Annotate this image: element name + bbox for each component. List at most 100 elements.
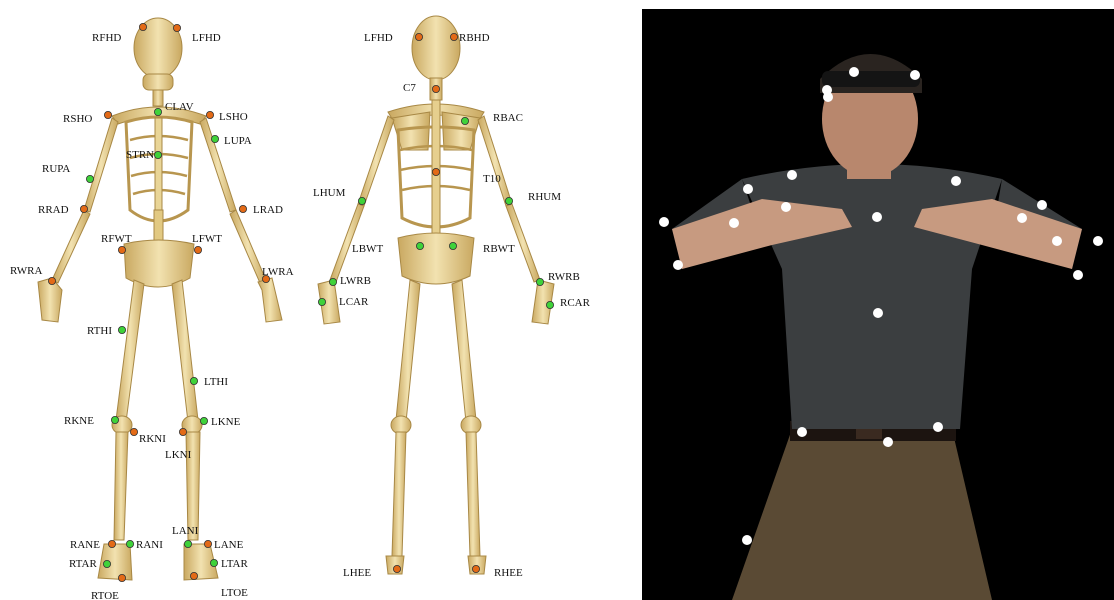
mocap-marker-7 — [659, 217, 669, 227]
back-marker-label-rhum: RHUM — [528, 191, 561, 203]
front-marker-dot-rfwt — [118, 246, 125, 253]
front-marker-label-rwra: RWRA — [10, 265, 42, 277]
back-marker-label-lcar: LCAR — [339, 296, 369, 308]
front-marker-label-lwra: LWRA — [262, 266, 294, 278]
back-marker-dot-lhum — [358, 197, 365, 204]
mocap-subject-photo — [642, 9, 1114, 600]
front-marker-label-lani: LANI — [172, 525, 199, 537]
front-marker-label-rsho: RSHO — [63, 113, 92, 125]
front-marker-dot-strn — [154, 151, 161, 158]
front-marker-dot-rsho — [104, 111, 111, 118]
back-marker-dot-lbwt — [416, 242, 423, 249]
back-marker-label-lfhd: LFHD — [364, 32, 393, 44]
back-marker-dot-lfhd — [415, 33, 422, 40]
front-marker-label-lane: LANE — [214, 539, 244, 551]
back-marker-dot-rhum — [505, 197, 512, 204]
mocap-marker-15 — [673, 260, 683, 270]
front-marker-label-rrad: RRAD — [38, 204, 69, 216]
front-marker-dot-lsho — [206, 111, 213, 118]
back-marker-dot-t10 — [432, 168, 439, 175]
front-marker-label-lthi: LTHI — [204, 376, 228, 388]
front-marker-label-lkni: LKNI — [165, 449, 192, 461]
back-marker-dot-rbac — [461, 117, 468, 124]
back-marker-label-rbac: RBAC — [493, 112, 523, 124]
front-marker-dot-lfhd — [173, 24, 180, 31]
mocap-marker-16 — [1073, 270, 1083, 280]
front-marker-dot-clav — [154, 108, 161, 115]
front-skeleton — [38, 18, 282, 580]
front-marker-label-clav: CLAV — [165, 101, 194, 113]
front-marker-dot-rfhd — [139, 23, 146, 30]
front-marker-label-rthi: RTHI — [87, 325, 112, 337]
back-marker-dot-rwrb — [536, 278, 543, 285]
mocap-marker-3 — [743, 184, 753, 194]
back-skeleton — [318, 16, 554, 574]
back-marker-dot-rbwt — [449, 242, 456, 249]
mocap-marker-18 — [933, 422, 943, 432]
front-marker-label-lkne: LKNE — [211, 416, 241, 428]
front-marker-label-rtoe: RTOE — [91, 590, 119, 600]
front-marker-label-lupa: LUPA — [224, 135, 252, 147]
mocap-marker-19 — [883, 437, 893, 447]
front-marker-dot-lrad — [239, 205, 246, 212]
front-marker-label-rtar: RTAR — [69, 558, 97, 570]
front-marker-dot-lthi — [190, 377, 197, 384]
front-marker-dot-lupa — [211, 135, 218, 142]
front-marker-label-lsho: LSHO — [219, 111, 248, 123]
mocap-marker-5 — [951, 176, 961, 186]
mocap-marker-9 — [781, 202, 791, 212]
back-marker-label-lhee: LHEE — [343, 567, 371, 579]
front-marker-label-ltar: LTAR — [221, 558, 248, 570]
front-marker-label-rfwt: RFWT — [101, 233, 132, 245]
headband — [822, 71, 920, 87]
front-marker-label-ltoe: LTOE — [221, 587, 248, 599]
front-marker-label-rkni: RKNI — [139, 433, 166, 445]
front-marker-label-lrad: LRAD — [253, 204, 283, 216]
mocap-marker-21 — [822, 85, 832, 95]
front-marker-dot-rkne — [111, 416, 118, 423]
skeleton-marker-diagram: RFHDLFHDCLAVRSHOLSHOLUPASTRNRUPARRADLRAD… — [0, 0, 640, 600]
back-marker-dot-rhee — [472, 565, 479, 572]
mocap-marker-13 — [1052, 236, 1062, 246]
front-marker-label-rane: RANE — [70, 539, 100, 551]
back-marker-label-t10: T10 — [483, 173, 501, 185]
front-marker-dot-lani — [184, 540, 191, 547]
back-marker-label-rbwt: RBWT — [483, 243, 515, 255]
back-marker-label-rhee: RHEE — [494, 567, 523, 579]
mocap-marker-1 — [910, 70, 920, 80]
front-marker-dot-rane — [108, 540, 115, 547]
front-marker-dot-lkni — [179, 428, 186, 435]
front-marker-dot-rwra — [48, 277, 55, 284]
mocap-marker-4 — [787, 170, 797, 180]
back-marker-dot-rbhd — [450, 33, 457, 40]
back-marker-label-lhum: LHUM — [313, 187, 346, 199]
front-marker-dot-rtoe — [118, 574, 125, 581]
back-marker-label-lbwt: LBWT — [352, 243, 383, 255]
mocap-marker-20 — [742, 535, 752, 545]
front-marker-label-rani: RANI — [136, 539, 163, 551]
back-marker-dot-rcar — [546, 301, 553, 308]
back-marker-label-c7: C7 — [403, 82, 416, 94]
mocap-subject-illustration — [642, 9, 1114, 600]
pants — [732, 429, 992, 600]
front-marker-dot-rani — [126, 540, 133, 547]
back-marker-dot-lhee — [393, 565, 400, 572]
mocap-marker-6 — [1037, 200, 1047, 210]
front-marker-dot-ltoe — [190, 572, 197, 579]
mocap-marker-10 — [872, 212, 882, 222]
front-marker-label-rkne: RKNE — [64, 415, 94, 427]
front-marker-dot-rkni — [130, 428, 137, 435]
front-marker-dot-rupa — [86, 175, 93, 182]
front-marker-dot-rtar — [103, 560, 110, 567]
front-marker-dot-lkne — [200, 417, 207, 424]
mocap-marker-0 — [849, 67, 859, 77]
back-marker-label-rbhd: RBHD — [459, 32, 490, 44]
back-marker-dot-lwrb — [329, 278, 336, 285]
back-marker-label-rcar: RCAR — [560, 297, 591, 309]
front-marker-dot-rthi — [118, 326, 125, 333]
mocap-marker-12 — [1017, 213, 1027, 223]
back-marker-label-lwrb: LWRB — [340, 275, 371, 287]
front-marker-label-rupa: RUPA — [42, 163, 70, 175]
mocap-marker-14 — [1093, 236, 1103, 246]
front-marker-label-lfhd: LFHD — [192, 32, 221, 44]
